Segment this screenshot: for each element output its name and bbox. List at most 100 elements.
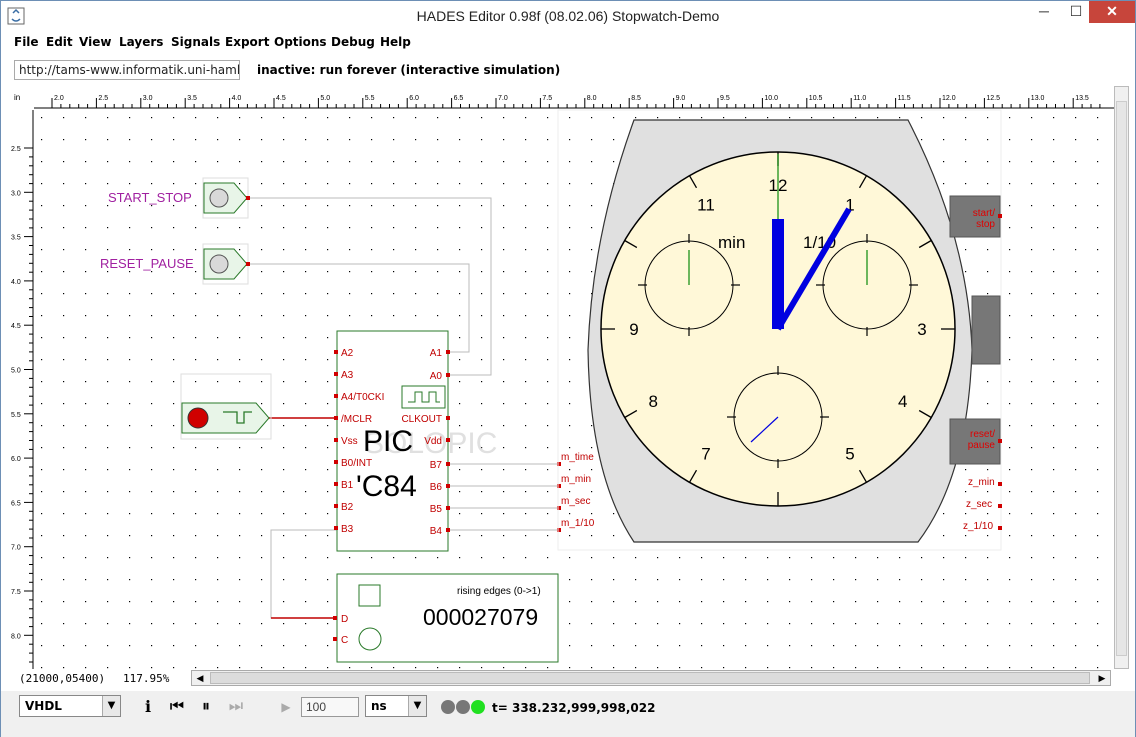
start-stop-button-label-1: start/ bbox=[973, 208, 995, 219]
menu-signals[interactable]: Signals bbox=[171, 35, 221, 49]
maximize-button[interactable]: ☐ bbox=[1069, 3, 1083, 19]
ruler-label: 6.5 bbox=[11, 500, 21, 507]
info-icon[interactable]: i bbox=[144, 697, 152, 716]
watch-number: 5 bbox=[845, 445, 854, 464]
menu-file[interactable]: File bbox=[14, 35, 39, 49]
menu-layers[interactable]: Layers bbox=[119, 35, 164, 49]
power-on-reset[interactable] bbox=[180, 373, 272, 440]
chevron-down-icon: ▼ bbox=[408, 696, 426, 716]
watch-tick bbox=[624, 239, 638, 249]
menu-bar: File Edit View Layers Signals Export Opt… bbox=[1, 31, 1135, 53]
minimize-button[interactable]: ─ bbox=[1039, 3, 1049, 19]
pic-pin-label: A1 bbox=[430, 348, 443, 359]
minute-hand bbox=[772, 219, 784, 329]
ruler-label: 3.5 bbox=[11, 235, 21, 242]
simulation-status: inactive: run forever (interactive simul… bbox=[257, 63, 561, 77]
start-stop-label: START_STOP bbox=[108, 190, 192, 205]
hour-hand bbox=[775, 207, 852, 331]
counter-pin-d: D bbox=[341, 614, 348, 625]
pic-pin-label: B6 bbox=[430, 482, 443, 493]
ruler-unit: in bbox=[14, 93, 20, 102]
ruler-label: 9.0 bbox=[676, 95, 686, 102]
watch-tick bbox=[624, 409, 638, 419]
scroll-right-arrow[interactable]: ▶ bbox=[1098, 673, 1106, 683]
delay-input[interactable]: 100 bbox=[301, 697, 359, 717]
time-unit-value: ns bbox=[371, 699, 387, 713]
net-label: m_min bbox=[561, 474, 591, 485]
menu-help[interactable]: Help bbox=[380, 35, 411, 49]
pic-pin-label: Vss bbox=[341, 436, 358, 447]
net-label: m_time bbox=[561, 452, 594, 463]
horizontal-scroll-thumb[interactable] bbox=[210, 672, 1090, 684]
watch-number: 4 bbox=[898, 392, 907, 411]
vertical-scrollbar[interactable] bbox=[1114, 86, 1129, 669]
edge-counter[interactable]: D C rising edges (0->1) 000027079 bbox=[333, 573, 559, 663]
language-select[interactable]: VHDL ▼ bbox=[19, 695, 121, 717]
menu-export[interactable]: Export bbox=[225, 35, 270, 49]
ruler-label: 5.0 bbox=[320, 95, 330, 102]
pic-chip[interactable]: SOLOPIC PIC 'C84 A2A3A4/T0CKI/MCLRVssB0/… bbox=[334, 330, 497, 552]
title-bar: HADES Editor 0.98f (08.02.06) Stopwatch-… bbox=[1, 1, 1135, 31]
pause-icon[interactable]: ⏸ bbox=[201, 698, 210, 715]
pic-pin-label: B0/INT bbox=[341, 458, 372, 469]
time-unit-select[interactable]: ns ▼ bbox=[365, 695, 427, 717]
vertical-scroll-thumb[interactable] bbox=[1116, 101, 1127, 656]
pic-pin-label: A4/T0CKI bbox=[341, 392, 384, 403]
ruler-label: 12.0 bbox=[942, 95, 956, 102]
ruler-label: 4.0 bbox=[232, 95, 242, 102]
watch-tick bbox=[918, 239, 932, 249]
simulation-time: t= 338.232,999,998,022 bbox=[492, 701, 656, 715]
ruler-label: 5.0 bbox=[11, 368, 21, 375]
ruler-label: 4.5 bbox=[11, 323, 21, 330]
menu-options[interactable]: Options bbox=[274, 35, 327, 49]
menu-edit[interactable]: Edit bbox=[46, 35, 73, 49]
url-field[interactable]: http://tams-www.informatik.uni-hamburg bbox=[14, 60, 240, 80]
horizontal-scrollbar[interactable]: ◀ ▶ bbox=[191, 670, 1111, 686]
vertical-ruler: 2.53.03.54.04.55.05.56.06.57.07.58.0 bbox=[8, 110, 34, 669]
ruler-label: 4.5 bbox=[276, 95, 286, 102]
ruler-label: 8.0 bbox=[587, 95, 597, 102]
reset-button-label-1: reset/ bbox=[970, 429, 995, 440]
ruler-label: 7.5 bbox=[542, 95, 552, 102]
menu-view[interactable]: View bbox=[79, 35, 112, 49]
counter-label: rising edges (0->1) bbox=[457, 586, 541, 597]
net-label: m_sec bbox=[561, 496, 590, 507]
watermark: SOLOPIC bbox=[364, 427, 497, 460]
z-sec-output: z_sec bbox=[966, 499, 992, 510]
ruler-label: 6.5 bbox=[454, 95, 464, 102]
watch-number: 3 bbox=[917, 320, 926, 339]
reset-button-label-2: pause bbox=[968, 440, 996, 451]
ruler-label: 7.0 bbox=[11, 545, 21, 552]
pic-name-line2: 'C84 bbox=[356, 470, 417, 503]
window-title: HADES Editor 0.98f (08.02.06) Stopwatch-… bbox=[416, 8, 720, 24]
ruler-label: 12.5 bbox=[986, 95, 1000, 102]
ruler-label: 7.0 bbox=[498, 95, 508, 102]
pic-pin-label: CLKOUT bbox=[401, 414, 442, 425]
close-button[interactable]: ✕ bbox=[1089, 1, 1135, 23]
ruler-label: 13.5 bbox=[1075, 95, 1089, 102]
reset-pause-label: RESET_PAUSE bbox=[100, 256, 194, 271]
zoom-level: 117.95% bbox=[123, 672, 170, 685]
reset-pause-switch[interactable] bbox=[202, 243, 250, 285]
ruler-label: 5.5 bbox=[11, 412, 21, 419]
pic-pin-label: B3 bbox=[341, 524, 354, 535]
ruler-label: 6.0 bbox=[409, 95, 419, 102]
menu-debug[interactable]: Debug bbox=[331, 35, 375, 49]
start-stop-switch[interactable] bbox=[202, 177, 250, 219]
watch-number: 11 bbox=[697, 195, 715, 214]
status-led-1 bbox=[441, 700, 455, 714]
ruler-label: 3.0 bbox=[143, 95, 153, 102]
rewind-icon[interactable]: ⏮ bbox=[169, 698, 185, 715]
status-led-3 bbox=[471, 700, 485, 714]
ruler-label: 11.5 bbox=[898, 95, 911, 102]
chevron-down-icon: ▼ bbox=[102, 696, 120, 716]
fast-forward-icon[interactable]: ⏭ bbox=[228, 698, 244, 715]
ruler-label: 8.0 bbox=[11, 633, 21, 640]
step-icon[interactable]: ▶ bbox=[281, 700, 291, 714]
ruler-label: 5.5 bbox=[365, 95, 375, 102]
scroll-left-arrow[interactable]: ◀ bbox=[196, 673, 204, 683]
